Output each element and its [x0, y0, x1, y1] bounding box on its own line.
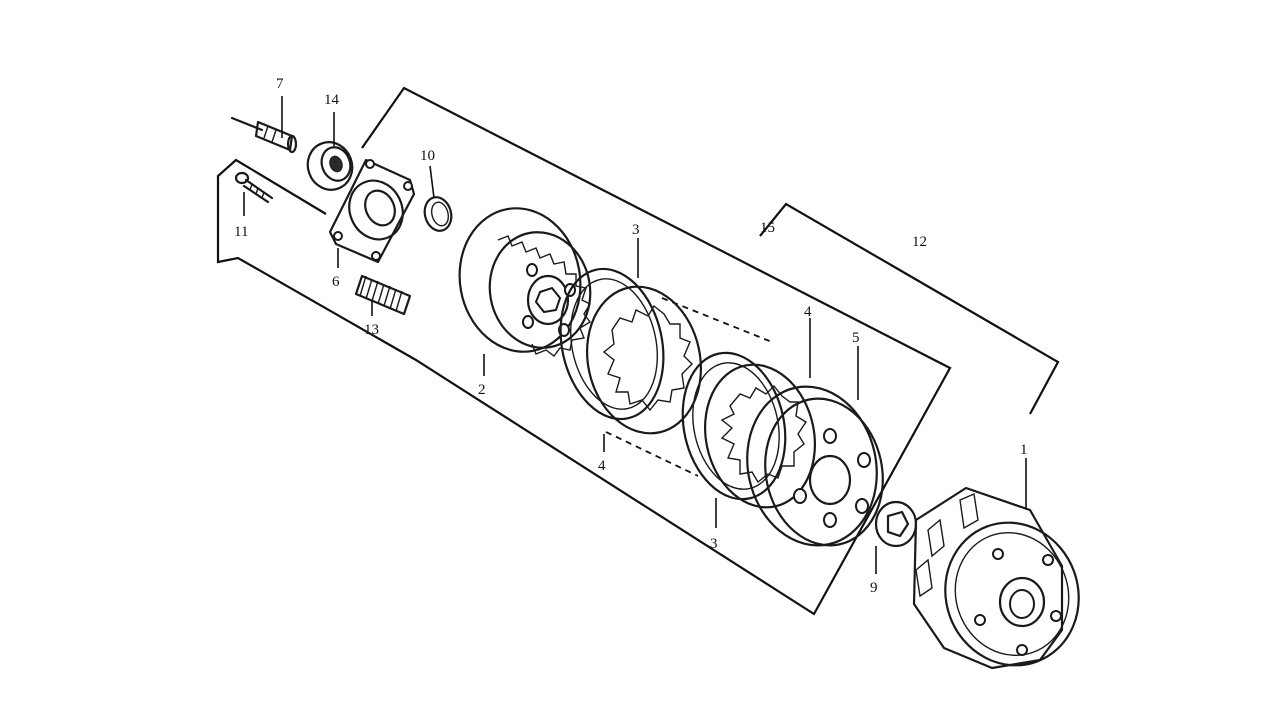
part-7-pushrod — [230, 116, 298, 154]
part-10-circlip — [423, 196, 453, 232]
part-13-spring — [354, 274, 412, 316]
part-5-pressure-disc — [746, 385, 884, 547]
part-3-friction-disc-upper — [559, 267, 665, 421]
callout-2: 2 — [478, 382, 486, 398]
part-4-clutch-plate-upper — [586, 285, 702, 435]
callout-6: 6 — [332, 274, 340, 290]
callout-11: 11 — [234, 224, 248, 240]
callout-5: 5 — [852, 330, 860, 346]
callout-3-lower: 3 — [710, 536, 718, 552]
callout-7: 7 — [276, 76, 284, 92]
callout-14: 14 — [324, 92, 340, 108]
group-frame-12 — [759, 202, 1060, 415]
callout-1: 1 — [1020, 442, 1028, 458]
callout-4-upper: 4 — [598, 458, 606, 474]
alignment-line-lower — [605, 431, 699, 477]
callout-4-lower: 4 — [804, 304, 812, 320]
part-3-friction-disc-lower — [681, 351, 787, 501]
part-11-bolt — [234, 171, 274, 204]
part-6-lifter-plate — [328, 158, 416, 264]
part-9-washer — [874, 500, 918, 548]
callout-13: 13 — [364, 322, 379, 338]
callout-15: 15 — [760, 220, 775, 236]
callout-10: 10 — [420, 148, 435, 164]
callout-3-upper: 3 — [632, 222, 640, 238]
callout-9: 9 — [870, 580, 878, 596]
alignment-line-upper — [661, 297, 773, 343]
part-2-clutch-hub — [458, 207, 592, 357]
part-14-bearing — [306, 141, 354, 191]
callout-12: 12 — [912, 234, 927, 250]
leader-10 — [429, 165, 435, 199]
part-1-clutch-housing — [912, 486, 1080, 670]
group-frame-15 — [216, 86, 952, 616]
